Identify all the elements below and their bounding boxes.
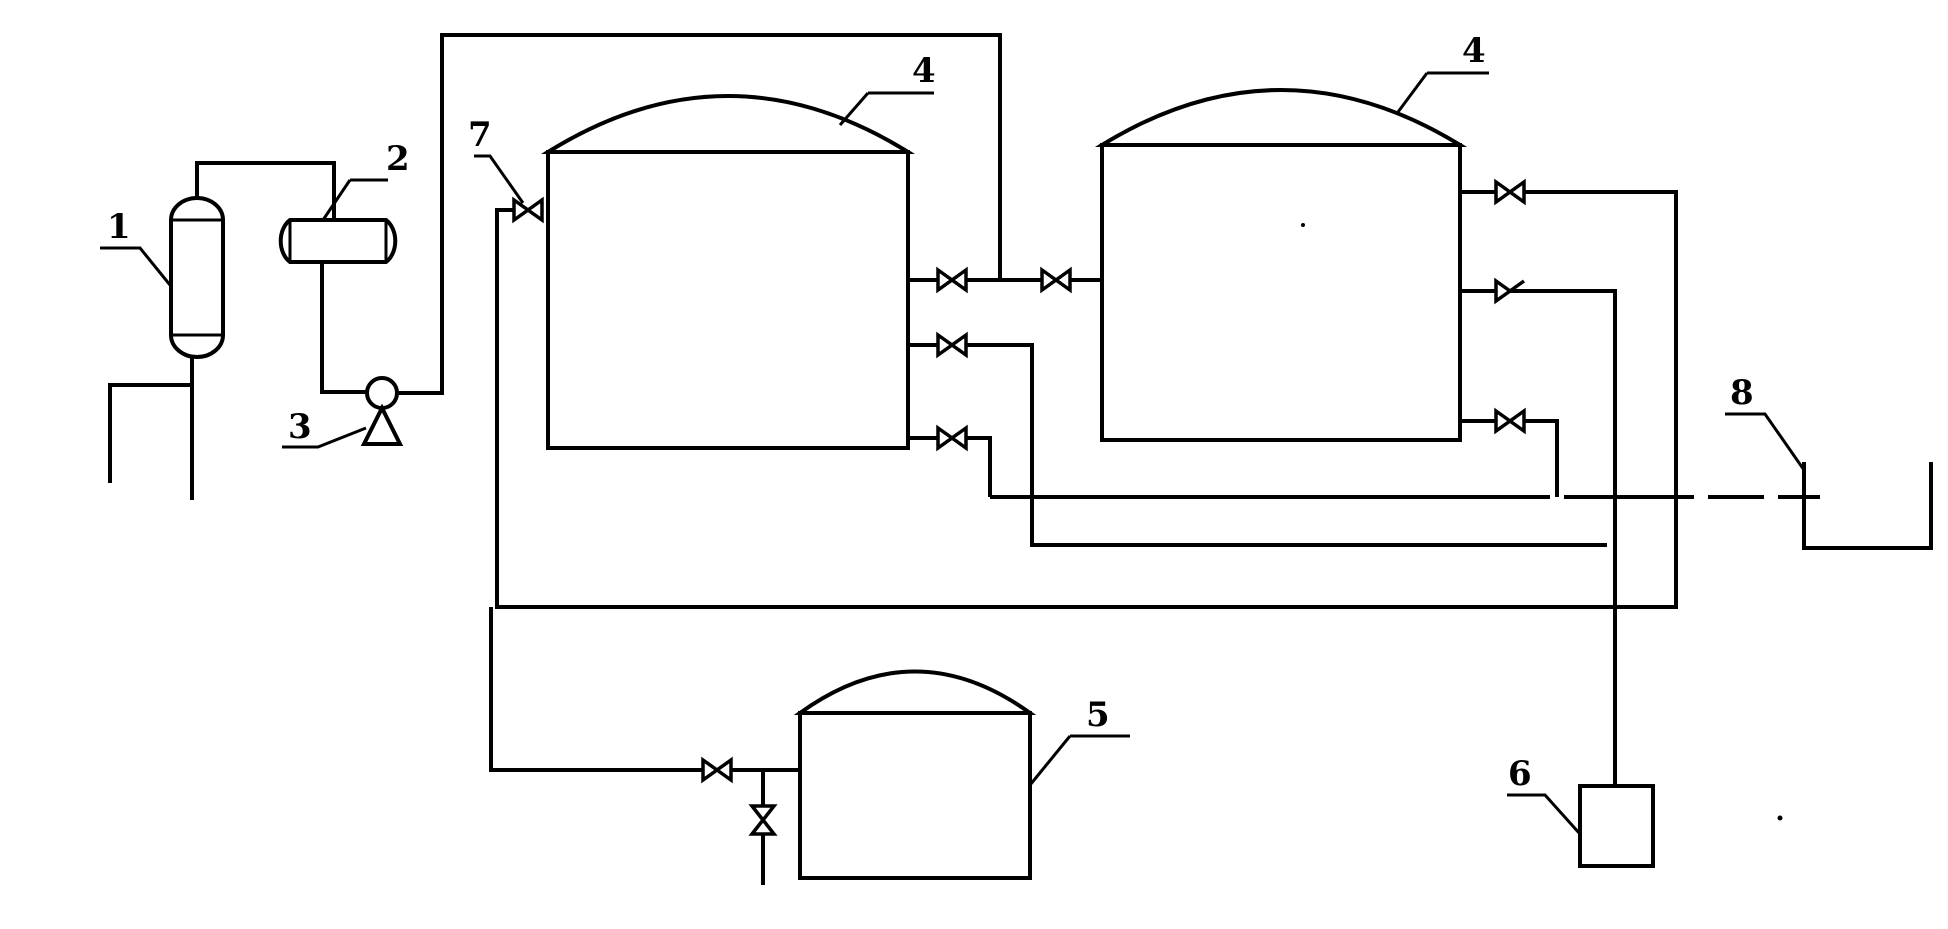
valve-icon [1494,178,1526,206]
label-pump: 3 [288,407,312,447]
column-overhead-pipe [195,161,336,225]
valve-icon [701,756,733,784]
valve-icon [1494,277,1526,305]
condenser-outlet-pipe [320,260,366,394]
reaction-tank-2 [1094,88,1468,442]
drain-trough [1802,462,1933,550]
valve-icon [936,266,968,294]
valve-icon [512,196,544,224]
condenser-drum [278,218,398,264]
valve-icon [748,804,778,836]
part-labels: 1 2 3 4 4 5 6 7 8 [107,31,1754,794]
tank2-to-vessel6-pipe [1460,289,1617,786]
tank1-middle-outlet-pipe [908,343,1607,547]
pump-discharge-pipe [398,33,1002,395]
valve-icon [936,331,968,359]
tank1-bottom-outlet-pipe [908,436,992,497]
label-tank-2: 4 [1462,31,1486,71]
label-vessel-6: 6 [1508,754,1532,794]
tank2-bottom-outlet-pipe [1460,419,1559,497]
storage-tank-5 [793,669,1037,880]
distillation-column [169,196,225,359]
pump-icon [360,376,404,446]
label-drain-8: 8 [1730,373,1754,413]
collection-vessel-6 [1578,784,1655,868]
leader-lines [100,71,1806,836]
speck [1301,223,1305,227]
column-feed-pipe [108,383,192,483]
valve-icon [1494,407,1526,435]
return-loop-pipe [495,190,1678,609]
label-condenser: 2 [386,139,410,179]
tank5-feed-pipe [489,607,800,772]
speck [1777,815,1783,821]
label-column: 1 [107,207,131,247]
valves [512,178,1526,836]
valve-icon [936,424,968,452]
valve-icon [1040,266,1072,294]
label-valve-7: 7 [468,115,492,155]
reaction-tank-1 [540,94,916,450]
label-tank-5: 5 [1086,695,1110,735]
label-tank-1: 4 [912,51,936,91]
